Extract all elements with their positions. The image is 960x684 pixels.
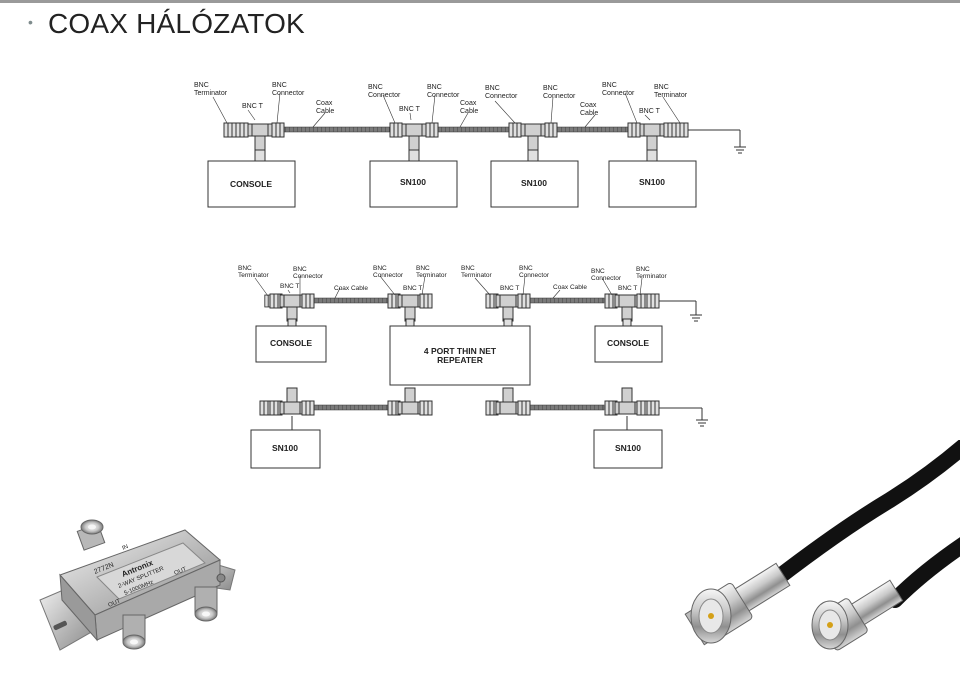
label-coax-cable: Coax Cable: [334, 285, 368, 292]
label-bnc-t: BNC T: [280, 283, 299, 290]
title-bullet: •: [28, 14, 33, 30]
slide-title: COAX HÁLÓZATOK: [48, 8, 305, 39]
label-bnc-connector: BNC: [272, 82, 287, 89]
device-box-sn100: SN100: [490, 160, 579, 208]
device-box-sn100: SN100: [369, 160, 458, 208]
svg-text:SN100: SN100: [615, 443, 641, 453]
label-bnc-terminator: BNC: [461, 265, 475, 272]
label-coax-cable: Coax: [316, 100, 333, 107]
label-bnc-terminator: BNC: [416, 265, 430, 272]
coax-cable: [313, 297, 389, 304]
label-bnc-t: BNC T: [399, 106, 421, 113]
label-bnc-terminator: BNC: [194, 82, 209, 89]
device-box-sn100: SN100: [250, 429, 321, 469]
label-coax-cable: Coax: [580, 102, 597, 109]
label-bnc-terminator: BNC: [636, 266, 650, 273]
coax-cable: [436, 126, 510, 133]
label-bnc-connector: BNC: [602, 82, 617, 89]
bnc-t-group-bottom-2: [387, 387, 433, 416]
coax-cable: [556, 126, 630, 133]
svg-text:CONSOLE: CONSOLE: [270, 338, 312, 348]
svg-text:SN100: SN100: [272, 443, 298, 453]
label-coax-cable: Coax: [460, 100, 477, 107]
svg-text:CONSOLE: CONSOLE: [607, 338, 649, 348]
label-bnc-t: BNC T: [618, 285, 637, 292]
label-bnc-connector: BNC: [591, 268, 605, 275]
bnc-t-group-bottom-3: [485, 387, 531, 416]
splitter-out2: OUT: [174, 566, 188, 576]
label-bnc-connector: BNC: [368, 84, 383, 91]
coax-cable: [529, 297, 605, 304]
label-bnc-t: BNC T: [403, 285, 422, 292]
label-bnc-connector: BNC: [543, 85, 558, 92]
bnc-t-group-top-2: [387, 293, 433, 328]
label-bnc-t: BNC T: [639, 108, 661, 115]
bnc-t-group-top-3: [485, 293, 531, 328]
top-border-line: [0, 0, 960, 3]
label-bnc-connector: BNC: [427, 84, 442, 91]
device-box-console: CONSOLE: [594, 325, 663, 363]
label-bnc-t: BNC T: [242, 103, 264, 110]
bnc-t-group-top-1: [264, 293, 315, 328]
label-bnc-terminator: BNC: [654, 84, 669, 91]
splitter-in: IN: [122, 544, 130, 552]
coax-cable: [282, 126, 392, 133]
bnc-cable-image: [684, 440, 960, 651]
label-coax-cable: Coax Cable: [553, 284, 587, 291]
label-bnc-t: BNC T: [500, 285, 519, 292]
splitter-out1: OUT: [108, 598, 122, 608]
svg-text:SN100: SN100: [639, 177, 665, 187]
splitter-output-port: [194, 586, 218, 622]
svg-text:SN100: SN100: [400, 177, 426, 187]
splitter-output-port: [122, 614, 146, 650]
ground-symbol: [734, 146, 746, 154]
bnc-t-group-top-4: [604, 293, 660, 328]
device-box-console: CONSOLE: [207, 160, 296, 208]
svg-text:CONSOLE: CONSOLE: [230, 179, 272, 189]
device-box-sn100: SN100: [608, 160, 697, 208]
splitter-input-port: [76, 519, 106, 551]
bnc-t-group-bottom-4: [604, 387, 660, 416]
coax-cable: [529, 404, 605, 411]
svg-text:SN100: SN100: [521, 178, 547, 188]
bnc-t-group-bottom-1: [259, 387, 315, 416]
label-bnc-connector: BNC: [519, 265, 533, 272]
label-bnc-connector: BNC: [293, 266, 307, 273]
device-box-sn100: SN100: [593, 429, 663, 469]
label-bnc-connector: BNC: [485, 85, 500, 92]
coax-cable: [313, 404, 389, 411]
device-box-console: CONSOLE: [255, 325, 327, 363]
label-bnc-connector: BNC: [373, 265, 387, 272]
ground-symbol: [690, 314, 702, 322]
label-bnc-terminator: BNC: [238, 265, 252, 272]
coax-splitter-image: 2772N Antronix 2-WAY SPLITTER 5-1000MHz …: [39, 519, 236, 651]
ground-symbol: [696, 419, 708, 427]
